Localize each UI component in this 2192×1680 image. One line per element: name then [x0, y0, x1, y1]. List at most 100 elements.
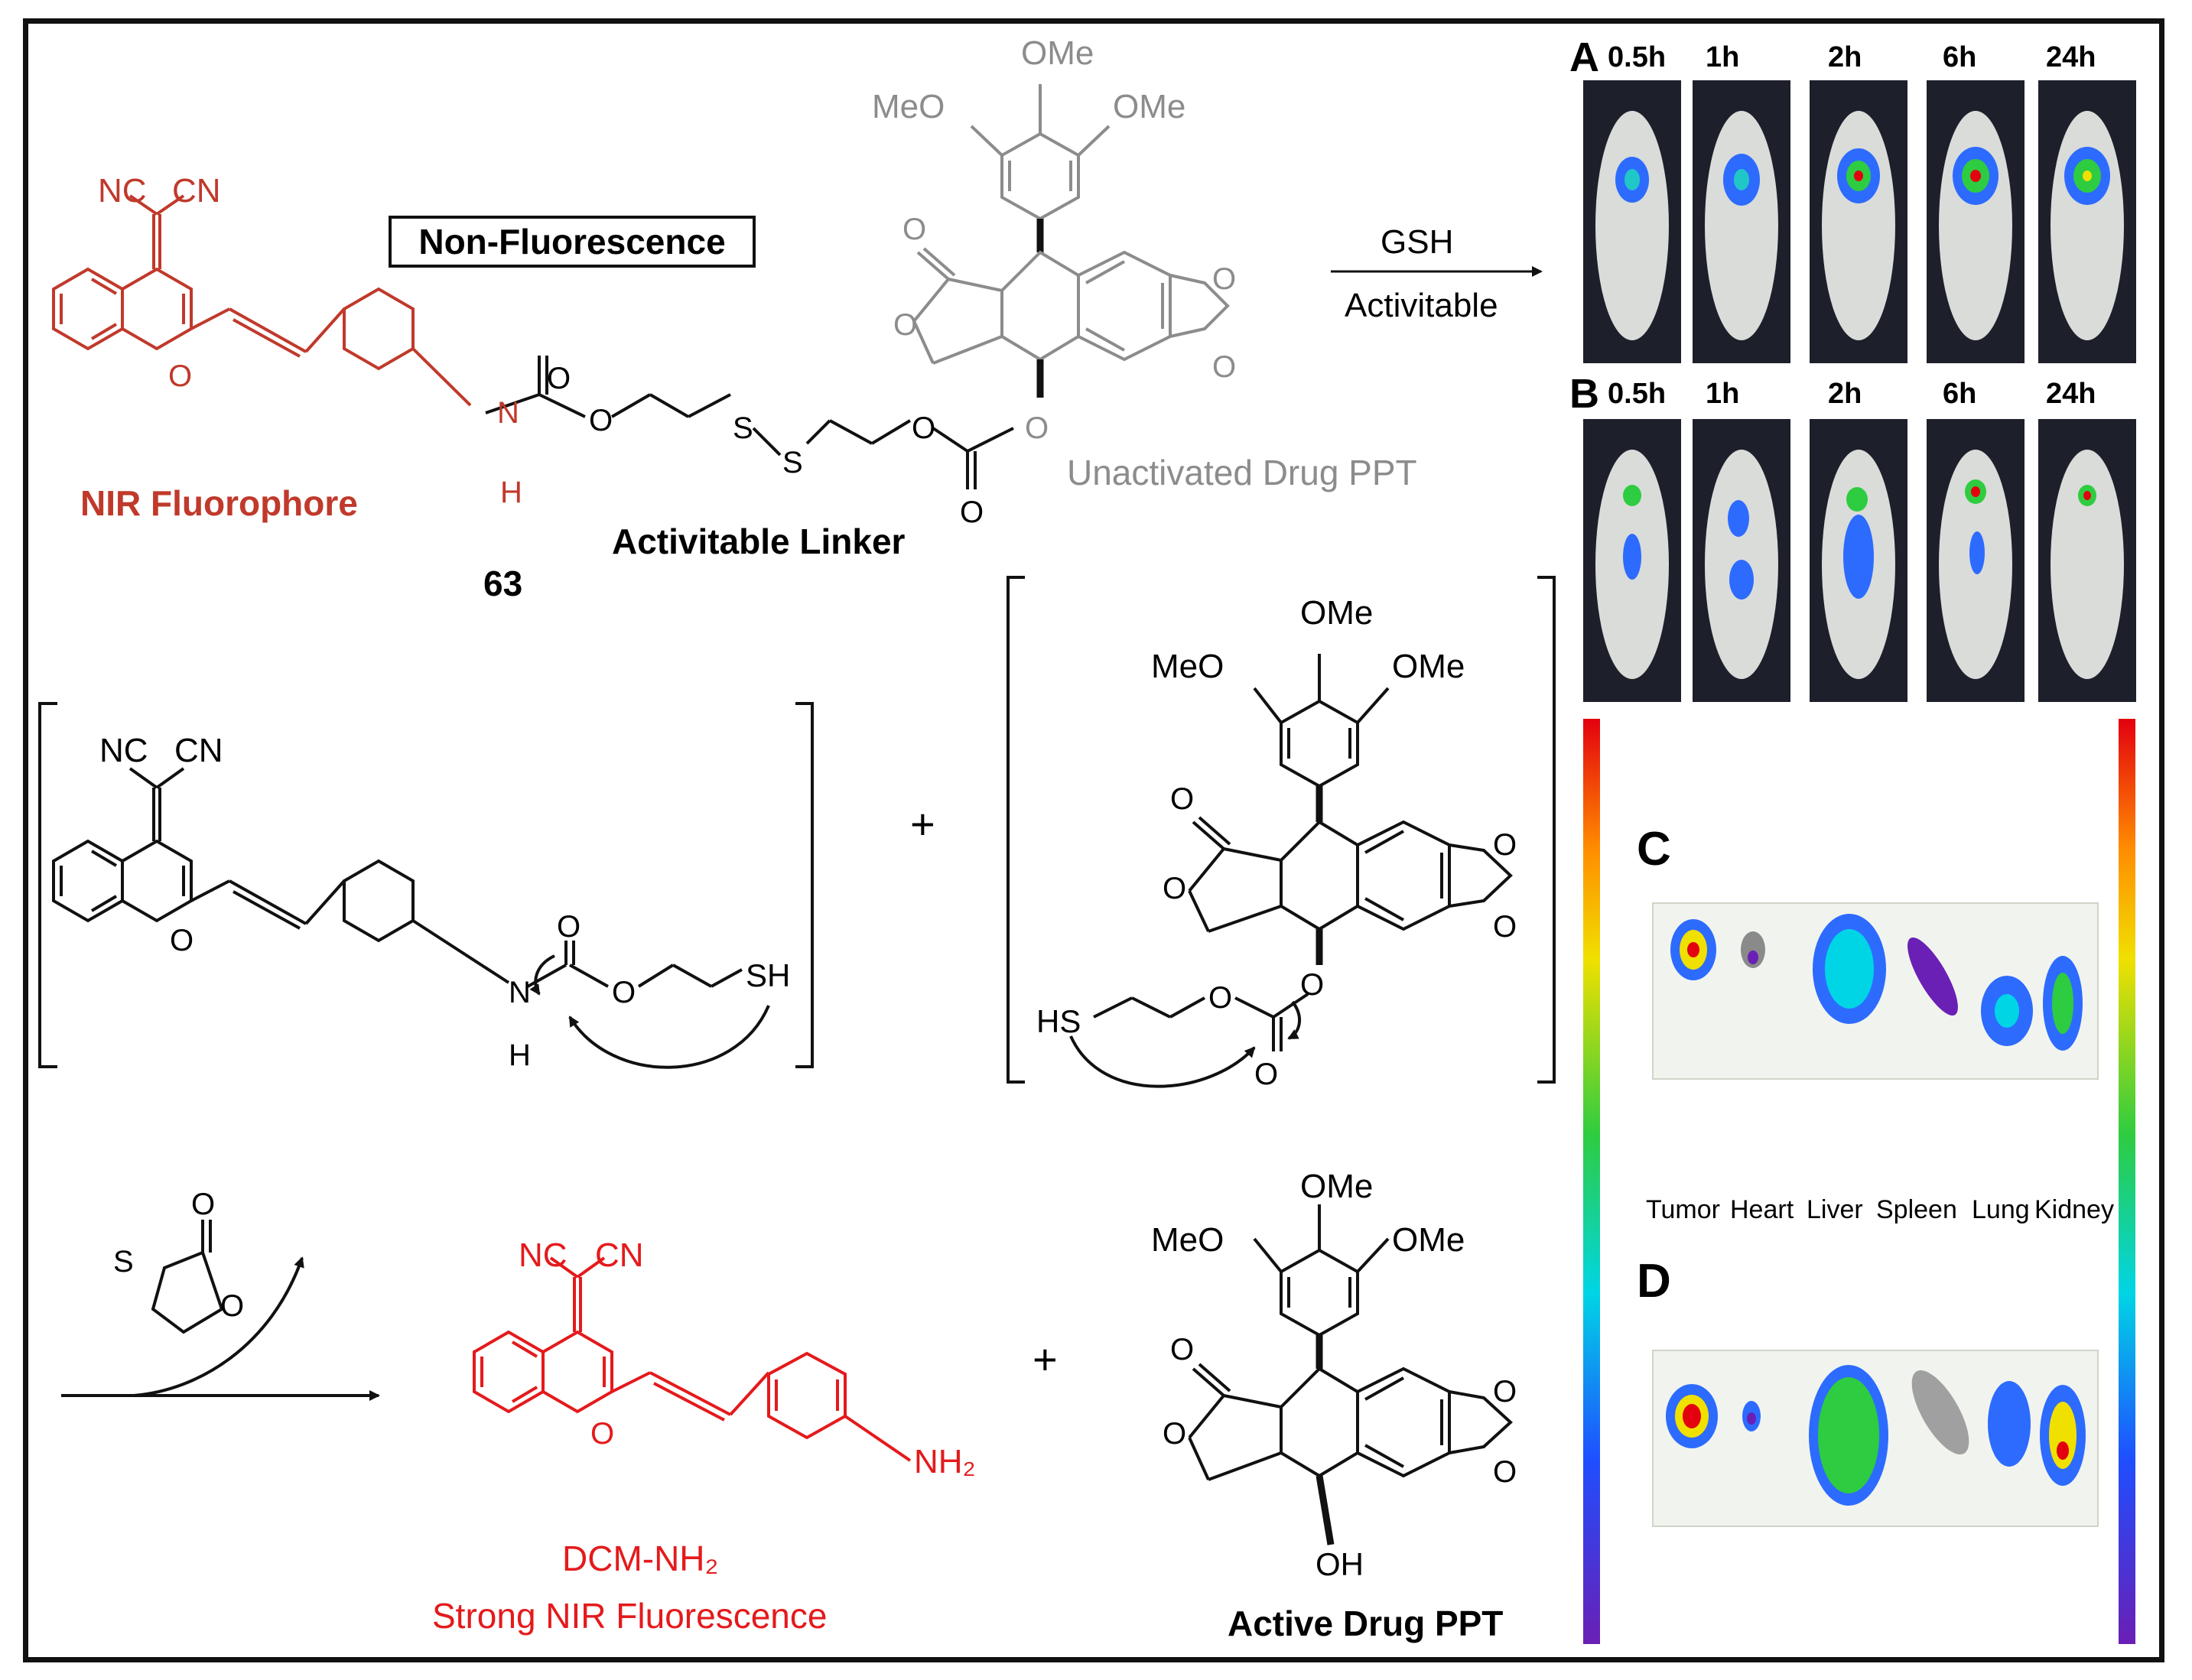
- atom-meo: MeO: [1151, 648, 1224, 685]
- time-label: 24h: [2046, 41, 2096, 73]
- atom-o: O: [1163, 872, 1187, 905]
- mouse-image: [2038, 419, 2136, 702]
- active-ppt-structure: [1188, 1204, 1513, 1545]
- atom-o: O: [1025, 411, 1049, 445]
- activitable-label: Activitable: [1345, 287, 1498, 324]
- mouse-image: [1583, 419, 1681, 702]
- atom-o: O: [893, 308, 918, 342]
- compound-63-fluorophore: [52, 194, 415, 371]
- atom-h: H: [500, 476, 522, 509]
- atom-o: O: [1212, 262, 1237, 296]
- atom-o: O: [1493, 1455, 1517, 1489]
- ethylene-monothiocarbonate: [151, 1220, 224, 1334]
- activitable-linker-label: Activitable Linker: [612, 522, 906, 561]
- organ-label: Lung: [1972, 1195, 2030, 1224]
- atom-o: O: [547, 362, 571, 395]
- atom-cn: CN: [174, 732, 223, 769]
- atom-nc: NC: [519, 1236, 568, 1274]
- atom-s: S: [113, 1245, 134, 1279]
- atom-o: O: [1163, 1417, 1187, 1451]
- atom-meo: MeO: [872, 88, 945, 125]
- atom-o: O: [1493, 910, 1517, 944]
- atom-nh2: NH₂: [914, 1443, 976, 1480]
- mouse-image: [2038, 80, 2136, 363]
- atom-o: O: [1212, 350, 1237, 384]
- intermediate-right: [1007, 576, 1556, 1088]
- atom-ome: OMe: [1392, 648, 1465, 685]
- plus-sign: +: [1033, 1335, 1058, 1383]
- dcm-nh2-structure: [473, 1256, 912, 1462]
- mouse-image: [1810, 419, 1907, 702]
- panel-b-label: B: [1569, 371, 1599, 417]
- active-drug-label: Active Drug PPT: [1228, 1604, 1504, 1643]
- atom-o: O: [1493, 828, 1517, 862]
- time-label: 1h: [1706, 378, 1740, 410]
- atom-cn: CN: [595, 1236, 644, 1274]
- atom-hs: HS: [1036, 1003, 1081, 1039]
- atom-o: O: [220, 1289, 245, 1323]
- figure-frame: [23, 18, 2164, 1662]
- organ-label: Spleen: [1876, 1195, 1957, 1224]
- dcm-nh2-label: DCM-NH₂: [562, 1539, 719, 1578]
- colorbar-left: [1583, 719, 1600, 1644]
- mouse-image: [1693, 419, 1790, 702]
- atom-o: O: [1170, 1333, 1195, 1366]
- atom-o: O: [1493, 1375, 1517, 1409]
- unactivated-drug-label: Unactivated Drug PPT: [1067, 453, 1417, 492]
- time-label: 1h: [1706, 41, 1740, 73]
- atom-n: N: [509, 976, 531, 1009]
- compound-63-ppt: [912, 84, 1230, 398]
- mouse-image: [1927, 419, 2025, 702]
- atom-o: O: [589, 404, 613, 437]
- time-label: 24h: [2046, 378, 2096, 410]
- strong-nir-label: Strong NIR Fluorescence: [432, 1596, 828, 1636]
- organ-label: Heart: [1730, 1195, 1794, 1224]
- atom-o: O: [1208, 981, 1233, 1015]
- mouse-image: [1693, 80, 1790, 363]
- plus-sign: +: [910, 800, 935, 848]
- atom-n: N: [497, 396, 519, 430]
- panel-a-label: A: [1569, 34, 1599, 80]
- intermediate-left: [38, 702, 814, 1069]
- atom-ome: OMe: [1113, 88, 1186, 125]
- byproduct-arrow: [133, 1256, 304, 1397]
- nir-fluorophore-label: NIR Fluorophore: [80, 483, 358, 523]
- time-label: 6h: [1943, 378, 1977, 410]
- panel-c-label: C: [1637, 823, 1671, 876]
- atom-oh: OH: [1316, 1546, 1364, 1582]
- organ-label: Tumor: [1646, 1195, 1720, 1224]
- colorbar-right: [2119, 719, 2135, 1644]
- time-label: 0.5h: [1608, 378, 1667, 410]
- compound-number: 63: [483, 564, 523, 603]
- atom-nc: NC: [98, 172, 147, 210]
- atom-o: O: [1170, 782, 1195, 816]
- atom-o: O: [191, 1188, 216, 1221]
- atom-o: O: [902, 213, 927, 246]
- atom-o: O: [170, 924, 194, 957]
- compound-63-linker: [411, 347, 1014, 489]
- atom-ome: OMe: [1392, 1221, 1465, 1259]
- panel-d-label: D: [1637, 1255, 1671, 1308]
- atom-s: S: [782, 446, 803, 479]
- atom-o: O: [557, 910, 581, 944]
- atom-o: O: [590, 1417, 615, 1451]
- atom-ome: OMe: [1300, 594, 1374, 632]
- gsh-label: GSH: [1381, 223, 1454, 261]
- time-label: 2h: [1828, 378, 1862, 410]
- organ-label: Kidney: [2034, 1195, 2114, 1224]
- atom-o: O: [1254, 1058, 1279, 1091]
- atom-s: S: [733, 411, 753, 445]
- mouse-image: [1583, 80, 1681, 363]
- atom-h: H: [509, 1038, 531, 1072]
- organ-image-c: [1652, 902, 2099, 1080]
- atom-o: O: [168, 359, 193, 393]
- time-label: 0.5h: [1608, 41, 1667, 73]
- atom-meo: MeO: [1151, 1221, 1224, 1259]
- atom-o: O: [912, 411, 936, 445]
- atom-sh: SH: [746, 957, 791, 993]
- atom-cn: CN: [172, 172, 221, 210]
- atom-o: O: [1300, 968, 1325, 1002]
- time-label: 2h: [1828, 41, 1862, 73]
- atom-ome: OMe: [1021, 34, 1094, 72]
